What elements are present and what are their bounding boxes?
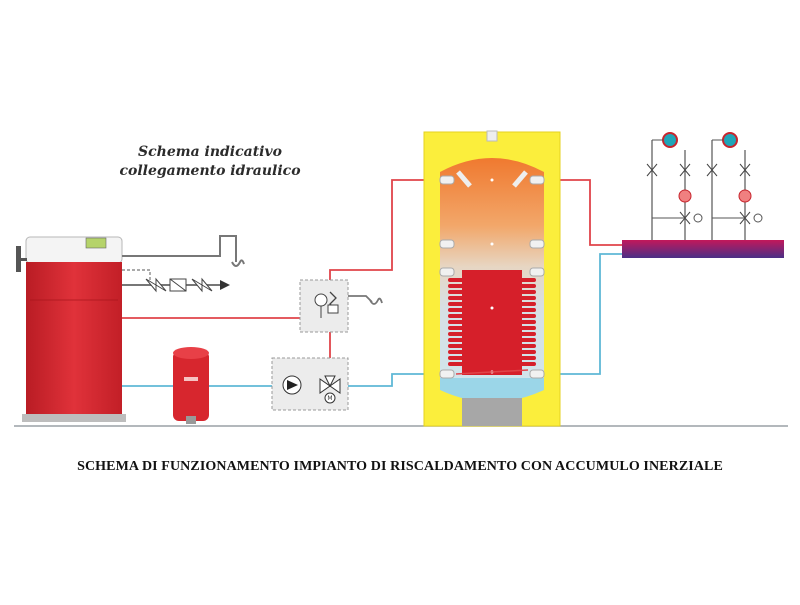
circuit-pump-icon xyxy=(678,189,692,203)
hot-pipe-boiler-out xyxy=(122,305,331,319)
cold-pipe-mixer-to-tank xyxy=(340,373,442,387)
arrow-icon xyxy=(220,280,230,290)
boiler xyxy=(16,236,126,422)
svg-text:M: M xyxy=(327,395,332,402)
pump-group: M xyxy=(271,357,349,411)
hot-pipe-to-manifold xyxy=(540,179,622,246)
heating-circuit-1 xyxy=(646,132,703,240)
thermometer-icon xyxy=(722,132,738,148)
diagram-heading-line1: Schema indicativo xyxy=(138,144,282,160)
boiler-handle xyxy=(16,246,21,272)
expansion-vessel xyxy=(173,347,209,424)
gate-valve-icon xyxy=(145,277,167,293)
hot-pipe-to-tank-top xyxy=(329,179,442,285)
manifold xyxy=(622,132,784,258)
cold-water-zone xyxy=(440,378,544,402)
heat-exchanger-coil xyxy=(448,270,536,375)
cold-pipe-from-manifold xyxy=(540,253,622,375)
diagram-caption: SCHEMA DI FUNZIONAMENTO IMPIANTO DI RISC… xyxy=(77,459,723,474)
circuit-pump-icon xyxy=(738,189,752,203)
diagram-heading-line2: collegamento idraulico xyxy=(119,163,301,179)
safety-group xyxy=(299,279,383,333)
pressure-gauge-icon xyxy=(314,293,328,307)
boiler-display xyxy=(85,237,107,249)
thermometer-icon xyxy=(662,132,678,148)
boiler-top-fittings xyxy=(122,235,245,293)
check-valve-icon xyxy=(191,277,213,293)
buffer-tank xyxy=(423,130,561,427)
heating-circuit-2 xyxy=(706,132,763,240)
diagram-heading: Schema indicativo collegamento idraulico xyxy=(110,143,310,181)
